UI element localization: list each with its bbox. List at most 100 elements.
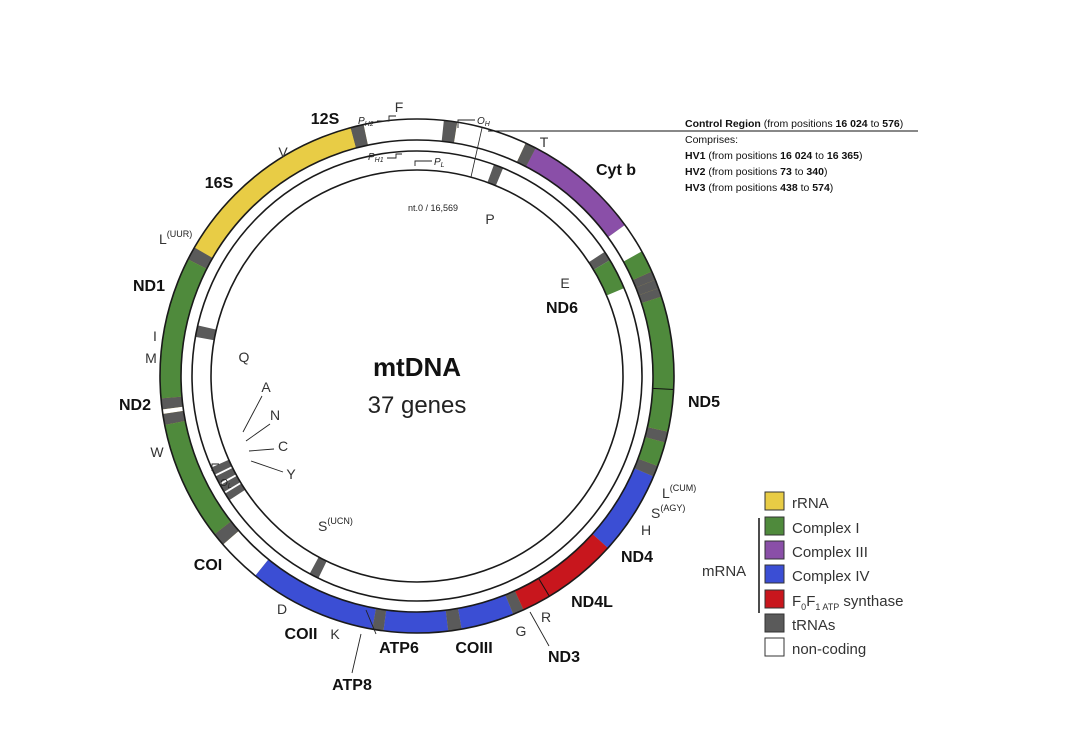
trna-label-e: E: [560, 275, 569, 291]
trna-label-v: V: [278, 144, 288, 160]
outer-segment-d: [445, 608, 462, 632]
gene-label-nd4: ND4: [621, 549, 653, 566]
outer-segment-f: [441, 120, 458, 143]
trna-label-d: D: [277, 601, 287, 617]
trna-label-l-uur: L(UUR): [159, 229, 192, 247]
trna-label-w: W: [150, 444, 164, 460]
outer-segment-coi: [255, 559, 377, 630]
legend-swatch-complex3: [764, 540, 785, 560]
gene-label-atp8: ATP8: [332, 677, 372, 694]
trna-label-q: Q: [239, 349, 250, 365]
legend-mrna-label: mRNA: [702, 563, 746, 580]
diagram-title: mtDNA: [373, 352, 461, 382]
inner-segment-y: [225, 483, 246, 501]
hv2-line: HV2 (from positions 73 to 340): [685, 166, 827, 178]
trna-label-t: T: [540, 134, 549, 150]
trna-label-c: C: [278, 438, 288, 454]
legend-swatch-noncoding: [764, 637, 785, 657]
outer-segment-h: [638, 288, 662, 304]
inner-segment-e: [588, 251, 610, 270]
gene-label-cytb: Cyt b: [596, 162, 636, 179]
trna-labels: F V T P E I M W Q A N C Y D K G R H L(UU…: [145, 99, 696, 642]
outer-segment-coiii: [592, 468, 654, 548]
control-region-line: Control Region (from positions 16 024 to…: [685, 118, 903, 130]
legend-swatch-complex4: [764, 564, 785, 584]
genome-rings: [159, 118, 675, 634]
trna-label-n: N: [270, 407, 280, 423]
outer-segment-atp8: [514, 578, 550, 610]
inner-ring-base: [192, 151, 642, 601]
outer-segment-v: [350, 124, 368, 149]
trna-label-i: I: [153, 328, 157, 344]
trna-label-a: A: [261, 379, 271, 395]
promoter-pl: PL: [434, 157, 445, 169]
legend-swatch-rrna: [764, 491, 785, 511]
trna-label-f: F: [395, 99, 404, 115]
outer-segment-coii: [457, 594, 514, 630]
legend-label-noncoding: non-coding: [792, 641, 866, 658]
outer-segment-r: [644, 427, 668, 443]
origin-ol: OL: [220, 478, 232, 490]
inner-segment-q: [195, 325, 217, 341]
gene-label-coii: COII: [285, 626, 318, 643]
trna-label-k: K: [330, 626, 340, 642]
legend-label-trna: tRNAs: [792, 617, 835, 634]
ring-outline-1: [159, 118, 675, 634]
gene-label-nd6: ND6: [546, 300, 578, 317]
outer-segment-i: [160, 396, 184, 410]
legend-label-complex1: Complex I: [792, 520, 860, 537]
ring-outline-2: [180, 139, 654, 613]
outer-segment-nd2: [164, 421, 232, 535]
leader-lines: [242, 395, 550, 674]
gene-label-nd3: ND3: [548, 649, 580, 666]
outer-segment-16s: [194, 127, 356, 258]
outer-segment-cyt-b: [525, 148, 625, 238]
outer-segment-gap: [162, 406, 184, 414]
gene-label-16s: 16S: [205, 175, 234, 192]
outer-segment-m: [162, 410, 186, 426]
legend-swatch-trna: [764, 613, 785, 633]
outer-segment-w: [214, 521, 239, 545]
legend-swatch-atp: [764, 589, 785, 609]
legend-label-complex3: Complex III: [792, 544, 868, 561]
nt-label: nt.0 / 16,569: [408, 203, 458, 213]
outer-segment-t: [516, 143, 536, 167]
ring-outline-4: [210, 169, 624, 583]
trna-label-m: M: [145, 350, 157, 366]
trna-label-h: H: [641, 522, 651, 538]
outer-segment-s-ucn-out: [372, 608, 387, 631]
trna-label-y: Y: [286, 466, 296, 482]
outer-segment-k: [505, 590, 524, 615]
gene-label-nd2: ND2: [119, 397, 151, 414]
inner-segment-c: [220, 475, 241, 492]
outer-segment-nd4l: [647, 388, 674, 432]
outer-segment-noncoding-cytb-nd5: [607, 224, 642, 262]
legend-label-complex4: Complex IV: [792, 568, 870, 585]
trna-label-s-ucn: S(UCN): [318, 516, 353, 534]
outer-segment-l-uur: [188, 247, 213, 269]
trna-label-r: R: [541, 609, 551, 625]
legend-label-atp: F0F1 ATP synthase: [792, 593, 903, 612]
promoter-marks: PH2 PH1 PL OH OL nt.0 / 16,569: [211, 115, 491, 490]
gene-label-atp6: ATP6: [379, 640, 419, 657]
gene-label-12s: 12S: [311, 111, 340, 128]
control-region-comprises: Comprises:: [685, 134, 738, 146]
trna-label-s-agy: S(AGY): [651, 503, 685, 521]
control-region-note: Control Region (from positions 16 024 to…: [488, 118, 918, 194]
inner-segment-n: [215, 467, 236, 484]
outer-segment-coi-b: [383, 609, 449, 633]
trna-label-l-cum: L(CUM): [662, 483, 696, 501]
gene-label-nd4l: ND4L: [571, 594, 613, 611]
trna-label-g: G: [516, 623, 527, 639]
outer-segment-g: [634, 458, 658, 477]
legend-swatch-complex1: [764, 516, 785, 536]
hv3-line: HV3 (from positions 438 to 574): [685, 182, 833, 194]
outer-segment-control: [453, 122, 526, 163]
legend-label-rrna: rRNA: [792, 495, 829, 512]
inner-segment-a: [211, 459, 232, 475]
divider-atp8-atp6: [538, 578, 550, 597]
outer-segment-nd3: [638, 437, 666, 467]
diagram-subtitle: 37 genes: [368, 392, 467, 419]
legend: mRNA rRNA Complex I Complex III Complex …: [702, 491, 903, 658]
